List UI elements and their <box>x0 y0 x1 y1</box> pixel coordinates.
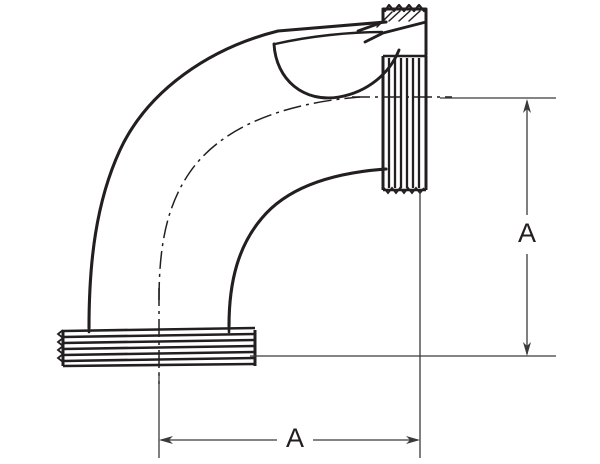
right-thread-block <box>381 54 428 195</box>
end-face-serration-icon <box>383 3 426 13</box>
horizontal-dimension-label: A <box>286 423 304 453</box>
end-face-hatch-1 <box>388 10 401 22</box>
arrowhead-down-icon <box>523 342 531 356</box>
elbow-body-group <box>87 20 401 334</box>
vertical-dimension-label: A <box>518 218 536 248</box>
end-lip-underside <box>356 20 385 33</box>
bottom-thread-line <box>62 338 256 345</box>
bend-axis-centerline <box>158 96 361 301</box>
bottom-thread-end-serration-icon <box>56 329 65 363</box>
top-end-face-group <box>356 3 428 57</box>
end-lip-outline <box>381 7 428 57</box>
end-lip-step <box>363 20 428 44</box>
inner-throat-outline <box>227 167 388 328</box>
arrowhead-right-icon <box>406 436 420 444</box>
dimension-lines-group <box>158 97 556 458</box>
arrowheads-group <box>159 99 531 444</box>
bottom-thread-line <box>62 344 256 351</box>
right-thread-root-serration-icon <box>383 186 425 195</box>
centerline-group <box>158 96 452 384</box>
end-face-hatch-2 <box>398 10 411 22</box>
arrowhead-left-icon <box>159 436 173 444</box>
outer-wall-outline <box>87 20 388 330</box>
outer-wall-inner-edge <box>273 30 384 46</box>
arrowhead-up-icon <box>523 99 531 113</box>
end-face-hatch-3 <box>408 10 421 22</box>
bore-opening-curve <box>272 42 401 100</box>
